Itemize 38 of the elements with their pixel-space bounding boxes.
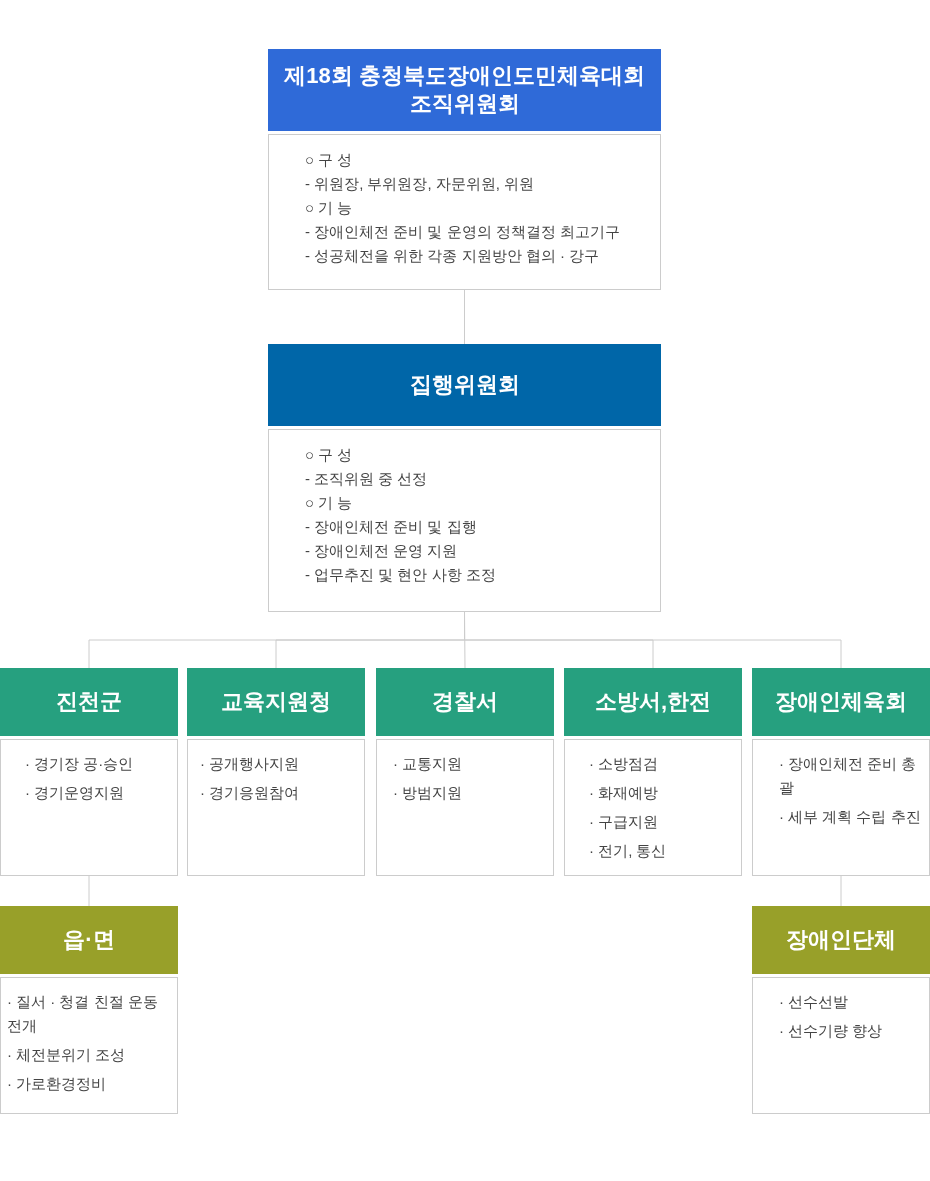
list-item: - 장애인체전 준비 및 운영의 정책결정 최고기구 <box>305 222 621 242</box>
header-box: 진천군 <box>0 668 178 736</box>
header-box: 읍·면 <box>0 906 178 974</box>
list-item: · 경기장 공·승인 <box>25 754 135 774</box>
header-box: 제18회 충청북도장애인도민체육대회 조직위원회 <box>268 49 661 131</box>
list-item: · 전기, 통신 <box>589 841 668 861</box>
list-item: · 공개행사지원 <box>200 754 301 774</box>
list-item: · 체전분위기 조성 <box>7 1045 127 1065</box>
list-item: · 교통지원 <box>393 754 464 774</box>
list-item: · 선수기량 향상 <box>779 1021 884 1041</box>
header-box: 장애인단체 <box>752 906 930 974</box>
list-item: · 경기응원참여 <box>200 783 301 803</box>
list-item: ○ 기 능 <box>305 198 354 218</box>
list-item: - 업무추진 및 현안 사항 조정 <box>305 565 497 585</box>
list-item: ○ 구 성 <box>305 445 354 465</box>
list-item: - 장애인체전 운영 지원 <box>305 541 459 561</box>
header-box: 집행위원회 <box>268 344 661 426</box>
list-item: · 가로환경정비 <box>7 1074 108 1094</box>
list-item: · 선수선발 <box>779 992 850 1012</box>
list-item: · 경기운영지원 <box>25 783 126 803</box>
header-box: 경찰서 <box>376 668 554 736</box>
list-item: · 화재예방 <box>589 783 660 803</box>
list-item: ○ 구 성 <box>305 150 354 170</box>
list-item: ○ 기 능 <box>305 493 354 513</box>
list-item: - 조직위원 중 선정 <box>305 469 429 489</box>
list-item: · 장애인체전 준비 총괄 <box>779 754 918 798</box>
header-box: 교육지원청 <box>187 668 365 736</box>
list-item: · 소방점검 <box>589 754 660 774</box>
header-box: 소방서,한전 <box>564 668 742 736</box>
header-box: 장애인체육회 <box>752 668 930 736</box>
list-item: - 위원장, 부위원장, 자문위원, 위원 <box>305 174 536 194</box>
list-item: · 방범지원 <box>393 783 464 803</box>
connector-line <box>464 289 465 345</box>
list-item: - 장애인체전 준비 및 집행 <box>305 517 478 537</box>
list-item: · 질서 · 청결 친절 운동 전개 <box>7 992 159 1036</box>
list-item: · 구급지원 <box>589 812 660 832</box>
list-item: - 성공체전을 위한 각종 지원방안 협의 · 강구 <box>305 246 601 266</box>
list-item: · 세부 계획 수립 추진 <box>779 807 921 827</box>
